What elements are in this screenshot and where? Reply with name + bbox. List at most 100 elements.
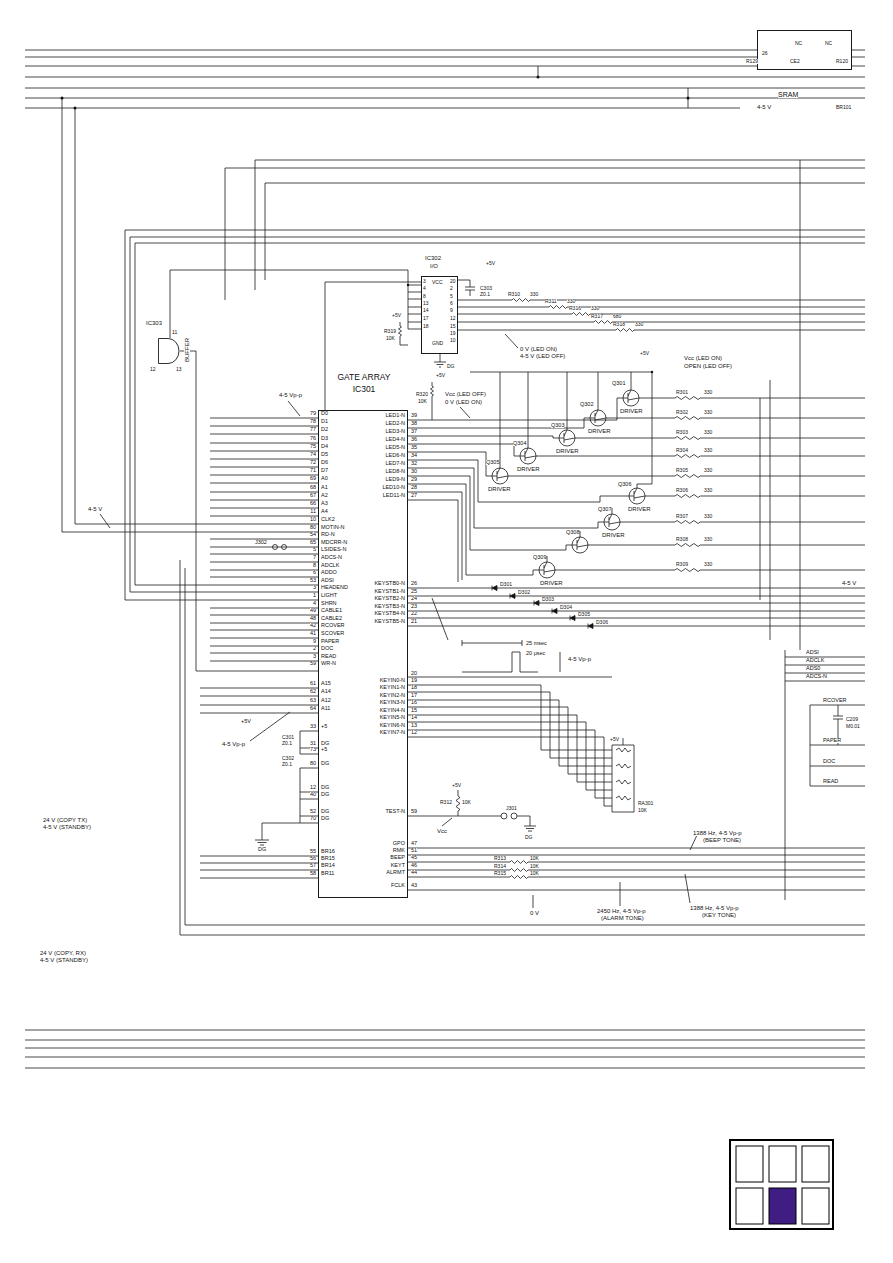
resistor-symbol (431, 382, 434, 420)
wire (170, 270, 421, 338)
pin-number: 37 (411, 429, 417, 435)
annotation: VCC (432, 280, 443, 285)
pin-name: LED9-N (385, 477, 405, 483)
part-ref: RA301 (638, 801, 653, 806)
part-ref: D304 (560, 605, 572, 610)
pin-number: 67 (310, 493, 316, 499)
part-ref: R308 (676, 537, 688, 542)
pin-name: DOC (321, 646, 333, 652)
annotation: 0 V (LED ON) (520, 346, 557, 352)
pin-number: 18 (411, 685, 417, 691)
pin-number: 13 (176, 367, 182, 372)
ic-label: IC303 (146, 320, 162, 326)
ground-symbol (434, 354, 446, 367)
pin-name: KEYSTB5-N (374, 619, 405, 625)
pin-number: 55 (310, 849, 316, 855)
annotation: 10K (462, 800, 471, 805)
pin-number: 11 (310, 509, 316, 515)
annotation: +5V (392, 313, 401, 318)
pin-number: 39 (411, 413, 417, 419)
pin-name: KEYIN7-N (380, 730, 405, 736)
pin-number: 51 (411, 848, 417, 854)
pin-name: READ (321, 654, 336, 660)
pin-number: 72 (310, 460, 316, 466)
pin-number: 80 (310, 525, 316, 531)
pin-number: 54 (310, 532, 316, 538)
annotation: M0.01 (846, 724, 860, 729)
ic-label: I/O (430, 263, 438, 269)
pin-name: ADSI (321, 578, 334, 584)
pin-number: 10 (310, 517, 316, 523)
part-ref: C302 (282, 756, 294, 761)
pin-number: 62 (310, 689, 316, 695)
pin-number: 57 (310, 863, 316, 869)
pin-name: DG (321, 809, 329, 815)
pin-name: KEYIN5-N (380, 715, 405, 721)
annotation: 10K (530, 864, 539, 869)
part-ref: Q307 (598, 507, 611, 513)
annotation: Vcc (LED OFF) (445, 391, 486, 397)
pin-name: LED7-N (385, 461, 405, 467)
pin-number: 25 (411, 589, 417, 595)
pin-number: 8 (313, 563, 316, 569)
annotation: NC (825, 41, 832, 46)
part-ref: Q301 (612, 381, 625, 387)
pin-name: LED6-N (385, 453, 405, 459)
pin-number: 1 (313, 593, 316, 599)
pin-name: LED3-N (385, 429, 405, 435)
annotation: Z0.1 (282, 741, 292, 746)
pin-number: 12 (310, 785, 316, 791)
part-ref: R307 (676, 514, 688, 519)
annotation: NC (795, 41, 802, 46)
pin-name: BR11 (321, 871, 334, 877)
wire (25, 1030, 865, 1068)
annotation: Z0.1 (282, 762, 292, 767)
pin-number: 45 (411, 855, 417, 861)
resistor-wire (508, 397, 865, 572)
pin-number: 7 (313, 555, 316, 561)
pin-number: 11 (172, 330, 177, 335)
page-thumbnail (730, 1140, 833, 1229)
pin-number: 6 (313, 570, 316, 576)
pin-number: 15 (450, 324, 456, 329)
pin-name: KEYIN6-N (380, 723, 405, 729)
annotation: DRIVER (556, 448, 579, 454)
pin-number: 330 (704, 390, 712, 395)
pin-name: D0 (321, 411, 328, 417)
pin-name: HEADEND (321, 585, 348, 591)
pin-name: BR16 (321, 849, 335, 855)
pin-name: A3 (321, 501, 328, 507)
ic-label: GATE ARRAY (337, 373, 390, 382)
pin-name: D2 (321, 427, 328, 433)
pin-number: 10 (450, 338, 456, 343)
pin-number: 74 (310, 452, 316, 458)
pin-number: 59 (411, 809, 417, 815)
annotation: DOC (823, 759, 835, 765)
ic-label: BUFFER (184, 338, 190, 362)
pin-name: LED4-N (385, 437, 405, 443)
annotation: DRIVER (628, 506, 651, 512)
annotation: +5V (486, 261, 495, 266)
annotation: 0 V (LED ON) (445, 399, 482, 405)
part-ref: R313 (494, 856, 506, 861)
pin-number: 3 (423, 279, 426, 284)
pin-number: 80 (310, 761, 316, 767)
pin-lead (200, 688, 318, 878)
ic-label: IC301 (353, 385, 376, 394)
pin-name: DG (321, 792, 329, 798)
wire (408, 398, 629, 582)
part-ref: R303 (676, 430, 688, 435)
pin-name: LED11-N (383, 493, 405, 499)
sram-ic: SRAM (757, 30, 852, 70)
pin-name: CABLE2 (321, 616, 342, 622)
part-ref: R315 (494, 871, 506, 876)
annotation: READ (823, 779, 838, 785)
pin-name: KEYIN3-N (380, 700, 405, 706)
part-ref: J302 (255, 540, 267, 546)
pin-number: 65 (310, 540, 316, 546)
pin-number: 52 (310, 809, 316, 815)
pin-name: LED10-N (382, 485, 405, 491)
pin-number: 71 (310, 468, 316, 474)
pin-number: 38 (411, 421, 417, 427)
